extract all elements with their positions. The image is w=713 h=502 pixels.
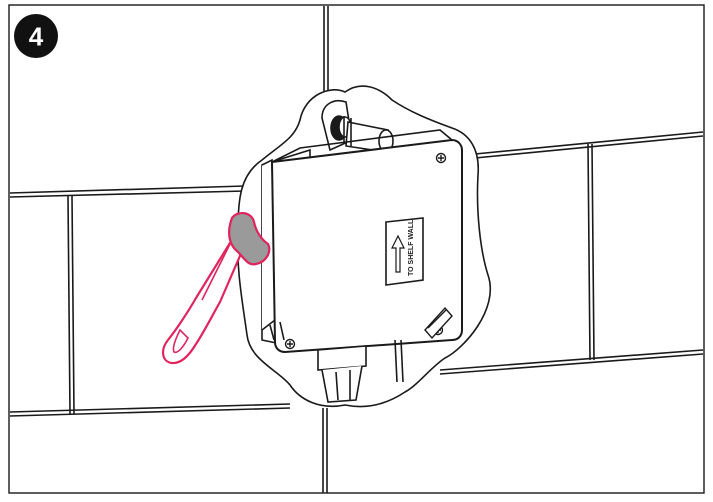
box-top-edge <box>271 129 453 163</box>
junction-box-front <box>270 138 463 354</box>
direction-label: TO SHELF WALL <box>385 217 424 286</box>
step-number-badge: 4 <box>14 14 58 58</box>
screwdriver-icon <box>162 212 271 365</box>
bottom-pipe <box>269 321 404 403</box>
wall-tiles <box>9 6 704 493</box>
box-clip <box>424 306 453 340</box>
step-number: 4 <box>29 22 44 52</box>
pipe-fitting <box>321 100 394 153</box>
direction-label-text: TO SHELF WALL <box>408 219 415 276</box>
arrow-up-icon <box>391 234 405 273</box>
